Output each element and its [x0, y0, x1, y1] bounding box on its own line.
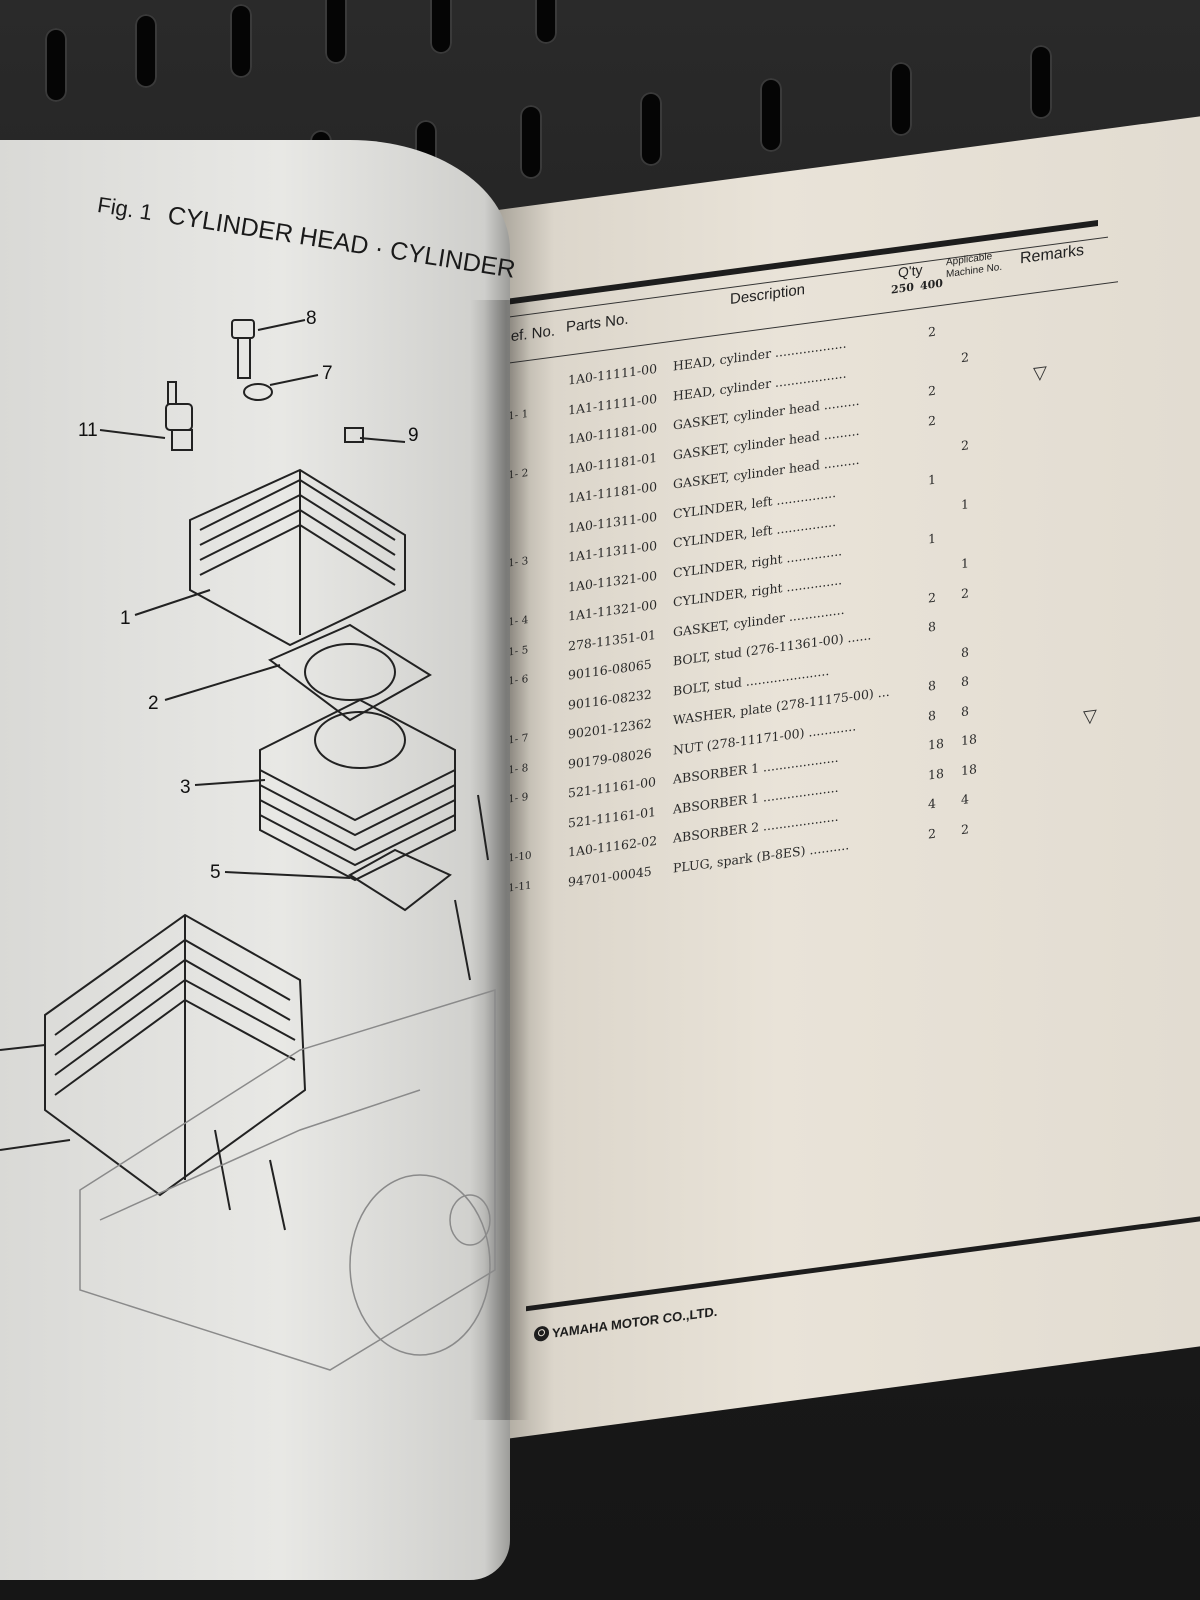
- qty-400-cell: 18: [961, 731, 977, 749]
- leader-line: [359, 437, 406, 443]
- qty-400-cell: 1: [961, 555, 969, 572]
- stud-bolt-part: [477, 794, 489, 861]
- parts-list-page: Ref. No. Parts No. Description Q'ty 250 …: [498, 116, 1200, 1440]
- header-qty-400: 400: [920, 276, 943, 293]
- pegboard-slot: [520, 105, 542, 179]
- callout-1: 1: [120, 608, 131, 629]
- qty-400-cell: 2: [961, 820, 969, 837]
- header-remarks: Remarks: [1020, 241, 1085, 268]
- bolt-head-part: [231, 319, 255, 339]
- exploded-parts-diagram: [0, 319, 496, 1371]
- footer-rule: [526, 1214, 1200, 1312]
- callout-7: 7: [322, 363, 333, 384]
- pegboard-slot: [45, 28, 67, 102]
- header-rule-thin: [498, 236, 1108, 319]
- arrow-down-icon: ▽: [1083, 705, 1097, 728]
- pegboard-slot: [760, 78, 782, 152]
- diagram-page: [0, 140, 510, 1580]
- pegboard-slot: [135, 14, 157, 88]
- leader-line: [99, 429, 166, 439]
- callout-8: 8: [306, 308, 317, 329]
- header-parts-no: Parts No.: [566, 310, 629, 336]
- qty-250-cell: 1: [928, 471, 936, 488]
- crankcase-outline: [79, 988, 496, 1371]
- qty-400-cell: 8: [961, 702, 969, 719]
- pegboard-slot: [325, 0, 347, 64]
- qty-250-cell: 2: [928, 412, 936, 429]
- bolt-shaft-part: [237, 337, 251, 379]
- qty-400-cell: 1: [961, 496, 969, 513]
- qty-400-cell: 8: [961, 643, 969, 660]
- head-gasket-bore: [304, 643, 396, 701]
- pegboard-slot: [890, 62, 912, 136]
- qty-400-cell: 2: [961, 584, 969, 601]
- crankcase-cover: [349, 1174, 491, 1356]
- leader-line: [269, 374, 319, 386]
- qty-400-cell: 18: [961, 760, 977, 778]
- qty-250-cell: 2: [928, 323, 936, 340]
- book-gutter-shadow: [470, 300, 530, 1420]
- qty-400-cell: 8: [961, 673, 969, 690]
- header-qty-250: 250: [891, 280, 914, 297]
- qty-250-cell: 4: [928, 795, 936, 812]
- cylinder-outline: [259, 698, 456, 882]
- leader-line: [164, 664, 281, 701]
- pegboard-slot: [430, 0, 452, 54]
- parts-no-cell: 1A0-11111-00: [568, 360, 658, 388]
- qty-250-cell: 18: [928, 765, 944, 783]
- callout-2: 2: [148, 693, 159, 714]
- callout-3: 3: [180, 777, 191, 798]
- leader-line: [224, 871, 351, 879]
- washer-part: [243, 383, 273, 401]
- spark-plug-tip: [167, 381, 177, 405]
- arrow-down-icon: ▽: [1033, 361, 1047, 385]
- qty-400-cell: 4: [961, 791, 969, 808]
- pegboard-slot: [640, 92, 662, 166]
- yamaha-logo-icon: [534, 1325, 549, 1343]
- spark-plug-thread: [171, 429, 193, 451]
- callout-11: 11: [78, 420, 98, 441]
- qty-250-cell: 8: [928, 618, 936, 635]
- qty-250-cell: 8: [928, 677, 936, 694]
- pegboard-slot: [230, 4, 252, 78]
- pegboard-slot: [535, 0, 557, 44]
- qty-250-cell: 2: [928, 825, 936, 842]
- stud-bolt-part: [454, 899, 471, 981]
- qty-250-cell: 8: [928, 707, 936, 724]
- callout-9: 9: [408, 425, 419, 446]
- pegboard-slot: [1030, 45, 1052, 119]
- header-qty: Q'ty: [898, 261, 923, 281]
- callout-5: 5: [210, 862, 221, 883]
- qty-250-cell: 2: [928, 382, 936, 399]
- footer-company: YAMAHA MOTOR CO.,LTD.: [534, 1303, 717, 1343]
- spark-plug-body: [165, 403, 193, 431]
- base-gasket-outline: [348, 848, 452, 912]
- cylinder-bore: [314, 711, 406, 769]
- qty-250-cell: 1: [928, 530, 936, 547]
- qty-400-cell: 2: [961, 437, 969, 454]
- leader-line: [257, 319, 306, 331]
- head-gasket-outline: [268, 623, 432, 722]
- qty-400-cell: 2: [961, 348, 969, 365]
- qty-250-cell: 18: [928, 735, 944, 753]
- leader-line: [194, 779, 266, 786]
- absorber-part: [344, 427, 364, 443]
- qty-250-cell: 2: [928, 589, 936, 606]
